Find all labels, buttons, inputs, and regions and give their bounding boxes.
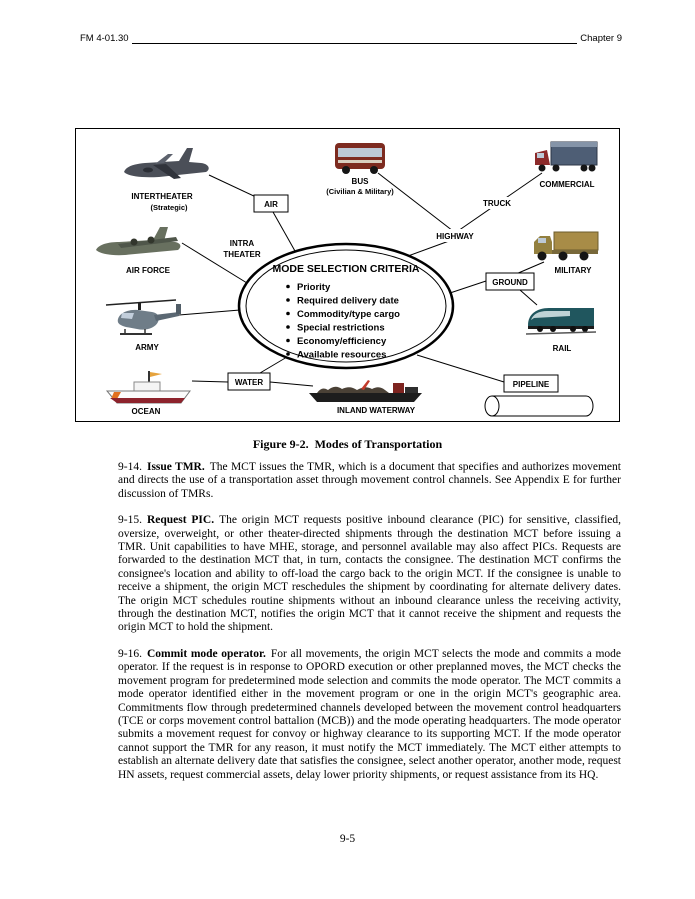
water-label: WATER (235, 378, 264, 387)
paragraph-number: 9-16. (118, 647, 142, 660)
paragraph-body: The origin MCT requests positive inbound… (118, 514, 621, 634)
commercial-label: COMMERCIAL (539, 180, 594, 189)
paragraph-title: Commit mode operator. (146, 647, 266, 660)
pipeline-pipe-icon (484, 395, 594, 417)
commercial-truck-icon (535, 141, 598, 172)
bullet-dot-icon (286, 284, 290, 289)
paragraph-number: 9-14. (118, 461, 142, 473)
paragraph-9-15: 9-15. Request PIC.The origin MCT requests… (118, 514, 621, 635)
body-text: 9-14. Issue TMR.The MCT issues the TMR, w… (118, 461, 621, 795)
intertheater-sub-label: (Strategic) (150, 203, 188, 212)
air-force-aircraft-icon (96, 227, 181, 256)
rail-train-icon (525, 308, 597, 335)
highway-label: HIGHWAY (436, 232, 474, 241)
paragraph-body: For all movements, the origin MCT select… (118, 647, 621, 781)
air-force-label: AIR FORCE (126, 266, 171, 275)
intertheater-aircraft-icon (124, 148, 209, 179)
figure-caption: Figure 9-2. Modes of Transportation (252, 437, 443, 451)
bullet-dot-icon (286, 352, 290, 356)
military-truck-icon (534, 231, 599, 261)
pipeline-node: PIPELINE (503, 374, 559, 393)
rail-label: RAIL (553, 344, 572, 353)
criteria-bullet-list: Priority Required delivery date Commodit… (286, 282, 400, 361)
paragraph-body: The MCT issues the TMR, which is a docum… (118, 461, 621, 500)
criteria-bullet: Priority (297, 282, 331, 293)
intra-theater-label-group: INTRA THEATER (220, 237, 264, 261)
paragraph-title: Request PIC. (146, 514, 215, 527)
theater-label: THEATER (223, 250, 260, 259)
inland-waterway-label: INLAND WATERWAY (337, 406, 416, 415)
criteria-ellipse (237, 242, 455, 370)
header-rule (131, 41, 578, 44)
inland-waterway-barge-icon (309, 380, 422, 402)
intertheater-label: INTERTHEATER (131, 192, 192, 201)
bus-label: BUS (352, 177, 370, 186)
bullet-dot-icon (286, 298, 290, 302)
page-header: FM 4-01.30 Chapter 9 (80, 33, 622, 44)
ocean-ship-icon (105, 371, 191, 404)
bullet-dot-icon (286, 338, 290, 343)
highway-label-group: HIGHWAY (428, 229, 482, 242)
military-label: MILITARY (555, 266, 593, 275)
paragraph-number: 9-15. (118, 514, 142, 527)
header-doc-id: FM 4-01.30 (80, 33, 129, 44)
paragraph-title: Issue TMR. (146, 461, 205, 473)
ground-node: GROUND (485, 272, 535, 291)
water-node: WATER (227, 372, 271, 391)
header-chapter: Chapter 9 (580, 33, 622, 44)
army-label: ARMY (135, 343, 159, 352)
truck-label-group: TRUCK (477, 197, 517, 209)
intra-label: INTRA (230, 239, 255, 248)
pipeline-label: PIPELINE (513, 380, 550, 389)
criteria-bullet: Special restrictions (297, 323, 385, 334)
figure-9-2: MODE SELECTION CRITERIA Priority Require… (75, 128, 620, 422)
army-helicopter-icon (105, 299, 181, 335)
criteria-bullet: Economy/efficiency (297, 336, 387, 347)
criteria-bullet: Required delivery date (297, 296, 399, 307)
page-number: 9-5 (339, 833, 356, 845)
air-node: AIR (253, 194, 289, 213)
paragraph-9-16: 9-16. Commit mode operator.For all moveme… (118, 648, 621, 782)
bullet-dot-icon (286, 325, 290, 329)
criteria-title: MODE SELECTION CRITERIA (272, 263, 419, 275)
criteria-ellipse-inner (245, 249, 447, 363)
paragraph-9-14: 9-14. Issue TMR.The MCT issues the TMR, w… (118, 461, 621, 501)
bus-sub-label: (Civilian & Military) (326, 187, 394, 196)
criteria-bullet: Commodity/type cargo (297, 309, 400, 320)
ground-label: GROUND (492, 278, 528, 287)
air-label: AIR (264, 200, 278, 209)
ocean-label: OCEAN (132, 407, 161, 416)
transportation-diagram: MODE SELECTION CRITERIA Priority Require… (96, 141, 599, 417)
truck-label: TRUCK (483, 199, 511, 208)
criteria-bullet: Available resources (297, 350, 386, 361)
bullet-dot-icon (286, 311, 290, 316)
bus-icon (335, 143, 385, 174)
